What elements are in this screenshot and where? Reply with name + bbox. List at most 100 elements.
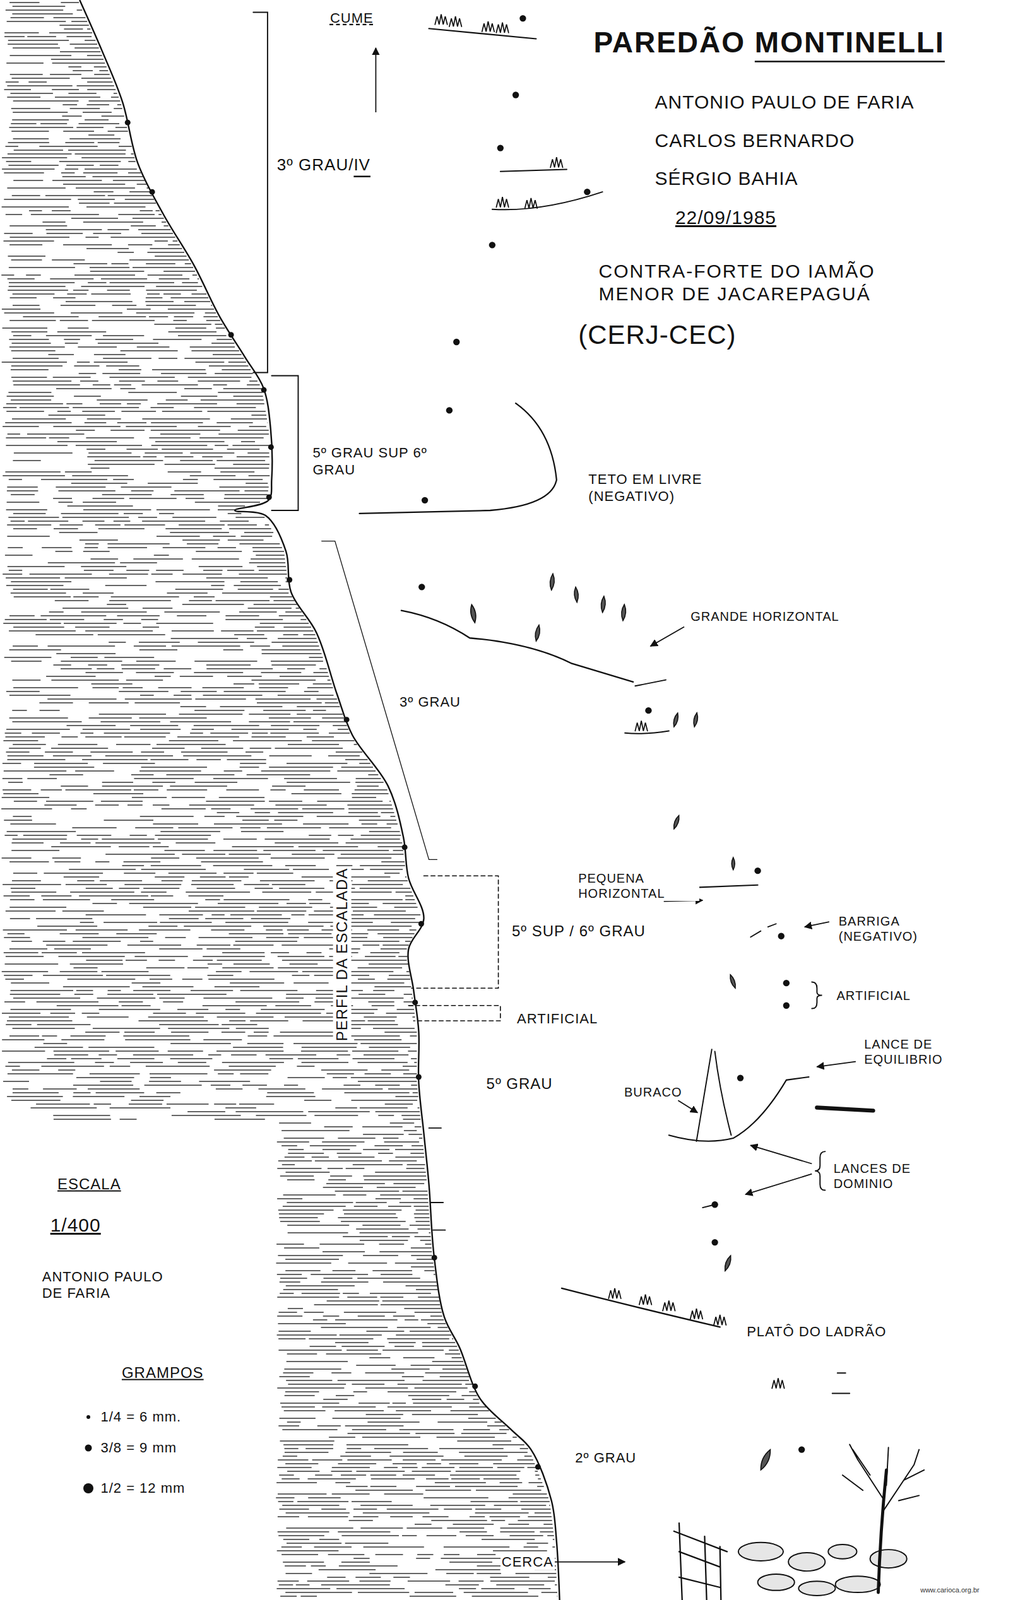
route-date: 22/09/1985 [674, 206, 778, 230]
rock [758, 1574, 795, 1592]
dark-crack [816, 1108, 873, 1112]
scale-value: 1/400 [49, 1214, 103, 1238]
feature-label: LANCE DE EQUILIBRIO [862, 1036, 992, 1068]
vegetation-leaf [549, 573, 555, 591]
profile-bolt [149, 189, 156, 196]
bolt-dot [86, 1415, 91, 1420]
grass-tuft [449, 16, 462, 27]
wall-profile-line [79, 0, 560, 1600]
profile-ledge-mark [429, 1128, 446, 1231]
profile-bolt [261, 387, 267, 394]
author-name: SÉRGIO BAHIA [653, 167, 800, 190]
aid-label: ARTIFICIAL [515, 1011, 599, 1028]
underline [353, 175, 371, 178]
leader-arrow [551, 1562, 625, 1564]
grass-tuft [634, 720, 647, 731]
grade-label: 3º GRAU/IV [275, 155, 372, 176]
legend-text: 1/4 = 6 mm. [95, 1409, 182, 1426]
grade-label: 2º GRAU [573, 1449, 638, 1467]
vegetation-leaf [692, 712, 699, 728]
leader-arrow [745, 1174, 812, 1195]
author-name: ANTONIO PAULO DE FARIA [653, 90, 916, 114]
grade-bracket [271, 375, 298, 511]
grass-tuft [496, 196, 509, 208]
grade-label: 3º GRAU [398, 694, 463, 711]
club-name: (CERJ-CEC) [576, 319, 738, 351]
route-bolt [783, 980, 790, 987]
rock [828, 1545, 857, 1560]
rock [870, 1550, 907, 1569]
ledge-line [634, 680, 666, 687]
vegetation-leaf [672, 815, 681, 830]
vegetation-leaf [533, 624, 541, 642]
profile-bolt [412, 999, 418, 1006]
route-bolt [754, 867, 761, 875]
bolt-size-sample [81, 1481, 96, 1496]
leader-arrow [677, 1100, 698, 1113]
grass-tuft [482, 21, 495, 32]
grass-tuft [662, 1300, 675, 1311]
rock-feature [832, 1373, 851, 1394]
legend-entry: 1/2 = 12 mm [81, 1480, 185, 1498]
feature-label: PEQUENA HORIZONTAL [576, 870, 700, 902]
route-bolt [645, 707, 652, 714]
author-name: CARLOS BERNARDO [653, 129, 857, 153]
feature-label: CERCA [500, 1553, 555, 1571]
vegetation-leaf [469, 604, 478, 624]
grass-tuft [608, 1288, 621, 1299]
route-bolt [512, 91, 519, 98]
route-bolt [497, 144, 504, 151]
leader-arrow [816, 1062, 856, 1068]
route-bolt [737, 1074, 744, 1082]
profile-bolt [268, 444, 274, 451]
brace [814, 1151, 825, 1191]
grade-label: 5º SUP / 6º GRAU [510, 922, 647, 941]
grass-tuft [434, 14, 447, 25]
plateau-ledge [561, 1288, 721, 1328]
route-bolt [783, 1002, 790, 1010]
rock [788, 1553, 825, 1572]
route-bolt [453, 338, 460, 346]
route-bolt [711, 1239, 718, 1246]
feature-label: PLATÔ DO LADRÃO [745, 1324, 888, 1341]
route-topo [253, 11, 925, 1600]
route-bolt [711, 1201, 718, 1209]
feature-label: GRANDE HORIZONTAL [689, 609, 841, 625]
belly-mark [750, 924, 776, 938]
grade-label: 5º GRAU [485, 1075, 555, 1094]
profile-bolt [343, 716, 350, 723]
profile-bolt [431, 1255, 438, 1262]
profile-bolt [418, 921, 425, 928]
tree-trunk [877, 1470, 887, 1594]
grass-tuft [713, 1315, 726, 1326]
rock [798, 1581, 836, 1597]
summit-label: CUME [328, 10, 375, 27]
brace [811, 982, 822, 1010]
rock [738, 1543, 784, 1562]
route-bolt [418, 583, 425, 591]
route-bolt [778, 933, 785, 940]
pitch-dashed-box [411, 876, 499, 989]
profile-bolt [124, 119, 131, 126]
profile-label: PERFIL DA ESCALADA [333, 867, 352, 1044]
profile-bolt [266, 494, 273, 500]
legend-entry: 3/8 = 9 mm [81, 1440, 177, 1457]
profile-bolt [228, 331, 235, 338]
underline [754, 60, 945, 63]
feature-label: BARRIGA (NEGATIVO) [837, 913, 951, 945]
bolt-size-sample [81, 1410, 96, 1425]
route-bolt [583, 188, 591, 196]
diagram-title: PAREDÃO MONTINELLI [592, 25, 946, 60]
feature-label: LANCES DE DOMINIO [832, 1161, 946, 1192]
profile-bolt [286, 577, 293, 584]
artificial-dashed-box [408, 1006, 501, 1022]
scale-author: ANTONIO PAULO DE FARIA [41, 1269, 188, 1303]
grade-label: 5º GRAU SUP 6º GRAU [311, 444, 440, 479]
rock [835, 1576, 881, 1594]
feature-label: TETO EM LIVRE (NEGATIVO) [586, 471, 748, 505]
grass-tuft [550, 157, 563, 168]
aid-label: ARTIFICIAL [835, 988, 913, 1004]
leader-arrow [650, 626, 685, 647]
rock-hatching [1, 2, 558, 1597]
